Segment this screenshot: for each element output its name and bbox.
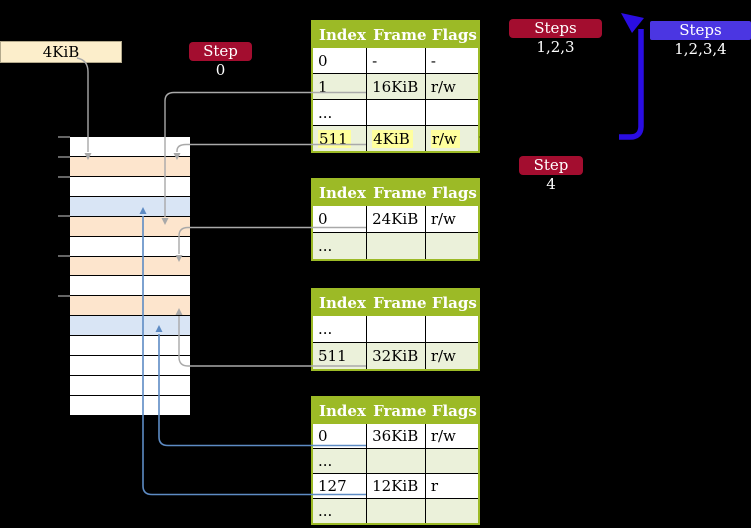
cell [366,498,426,525]
step-0-badge: Step 0 [189,42,252,79]
memory-row-4 [70,216,190,236]
memory-row-0 [70,137,190,156]
table-row: 0 - - [311,47,480,74]
table-header-row: Index Frame Flags [311,178,480,206]
cell [424,498,480,525]
column-header: Frame [366,288,427,316]
cell: 1 [311,73,368,100]
memory-row-1 [70,156,190,176]
recursive-loop-arrowhead [621,13,644,33]
cell [366,99,426,126]
memory-row-8 [70,296,190,316]
recursive-entry-row: 511 4KiB r/w [311,125,480,153]
cell: ... [311,498,368,525]
column-header: Frame [366,178,427,206]
column-header: Flags [424,20,480,48]
cell: 0 [311,423,368,449]
column-header: Frame [366,20,427,48]
cell: 127 [311,473,368,499]
cell [366,232,426,261]
memory-row-13 [70,395,190,415]
cell: - [424,47,480,74]
table-row: ... [311,232,480,261]
recursive-loop-arrow [619,29,644,140]
page-table-3: Index Frame Flags ... 511 32KiB r/w [311,288,480,371]
cell: r [424,473,480,499]
table-row: 511 32KiB r/w [311,342,480,371]
cell: ... [311,99,368,126]
table-row: 0 24KiB r/w [311,205,480,233]
column-header: Flags [424,288,480,316]
cell: 511 [311,125,368,153]
cell: 0 [311,47,368,74]
table-header-row: Index Frame Flags [311,288,480,316]
page-table-1: Index Frame Flags 0 - - 1 16KiB r/w ... … [311,20,480,153]
steps-1-2-3-badge: Steps 1,2,3 [509,19,602,56]
cell: r/w [424,73,480,100]
physical-memory-strip [70,137,190,415]
column-header: Index [311,20,368,48]
table-row: ... [311,99,480,126]
page-table-2: Index Frame Flags 0 24KiB r/w ... [311,178,480,261]
memory-row-10 [70,336,190,356]
cell: 4KiB [366,125,426,153]
column-header: Index [311,396,368,424]
memory-row-3 [70,196,190,216]
table-row: ... [311,448,480,474]
memory-row-11 [70,356,190,376]
recursive-entry-arrowhead [479,132,488,142]
cell [424,232,480,261]
cell [424,315,480,343]
cell: 16KiB [366,73,426,100]
cell: r/w [424,342,480,371]
column-header: Flags [424,178,480,206]
cell: 12KiB [366,473,426,499]
frame-4kib-label: 4KiB [0,41,122,63]
cell [366,448,426,474]
table-row: ... [311,315,480,343]
page-table-4: Index Frame Flags 0 36KiB r/w ... 127 12… [311,396,480,525]
cell: - [366,47,426,74]
memory-address-ticks [58,136,70,297]
cell: 32KiB [366,342,426,371]
table-header-row: Index Frame Flags [311,396,480,424]
column-header: Index [311,178,368,206]
cell: 0 [311,205,368,233]
column-header: Index [311,288,368,316]
cell: 511 [311,342,368,371]
memory-row-12 [70,376,190,395]
cell: r/w [424,423,480,449]
cell [424,99,480,126]
cell: r/w [424,205,480,233]
memory-row-9 [70,316,190,336]
steps-1-2-3-4-badge: Steps 1,2,3,4 [650,21,751,58]
memory-row-5 [70,236,190,256]
table-row: 1 16KiB r/w [311,73,480,100]
cell [366,315,426,343]
memory-row-2 [70,176,190,196]
column-header: Frame [366,396,427,424]
cell: 36KiB [366,423,426,449]
column-header: Flags [424,396,480,424]
cell [424,448,480,474]
cell: 24KiB [366,205,426,233]
cell: ... [311,232,368,261]
cell: r/w [424,125,480,153]
table-row: 127 12KiB r [311,473,480,499]
step-4-badge: Step 4 [519,156,583,193]
table-row: 0 36KiB r/w [311,423,480,449]
memory-row-7 [70,276,190,296]
cell: ... [311,448,368,474]
cell: ... [311,315,368,343]
table-row: ... [311,498,480,525]
memory-row-6 [70,256,190,276]
table-header-row: Index Frame Flags [311,20,480,48]
